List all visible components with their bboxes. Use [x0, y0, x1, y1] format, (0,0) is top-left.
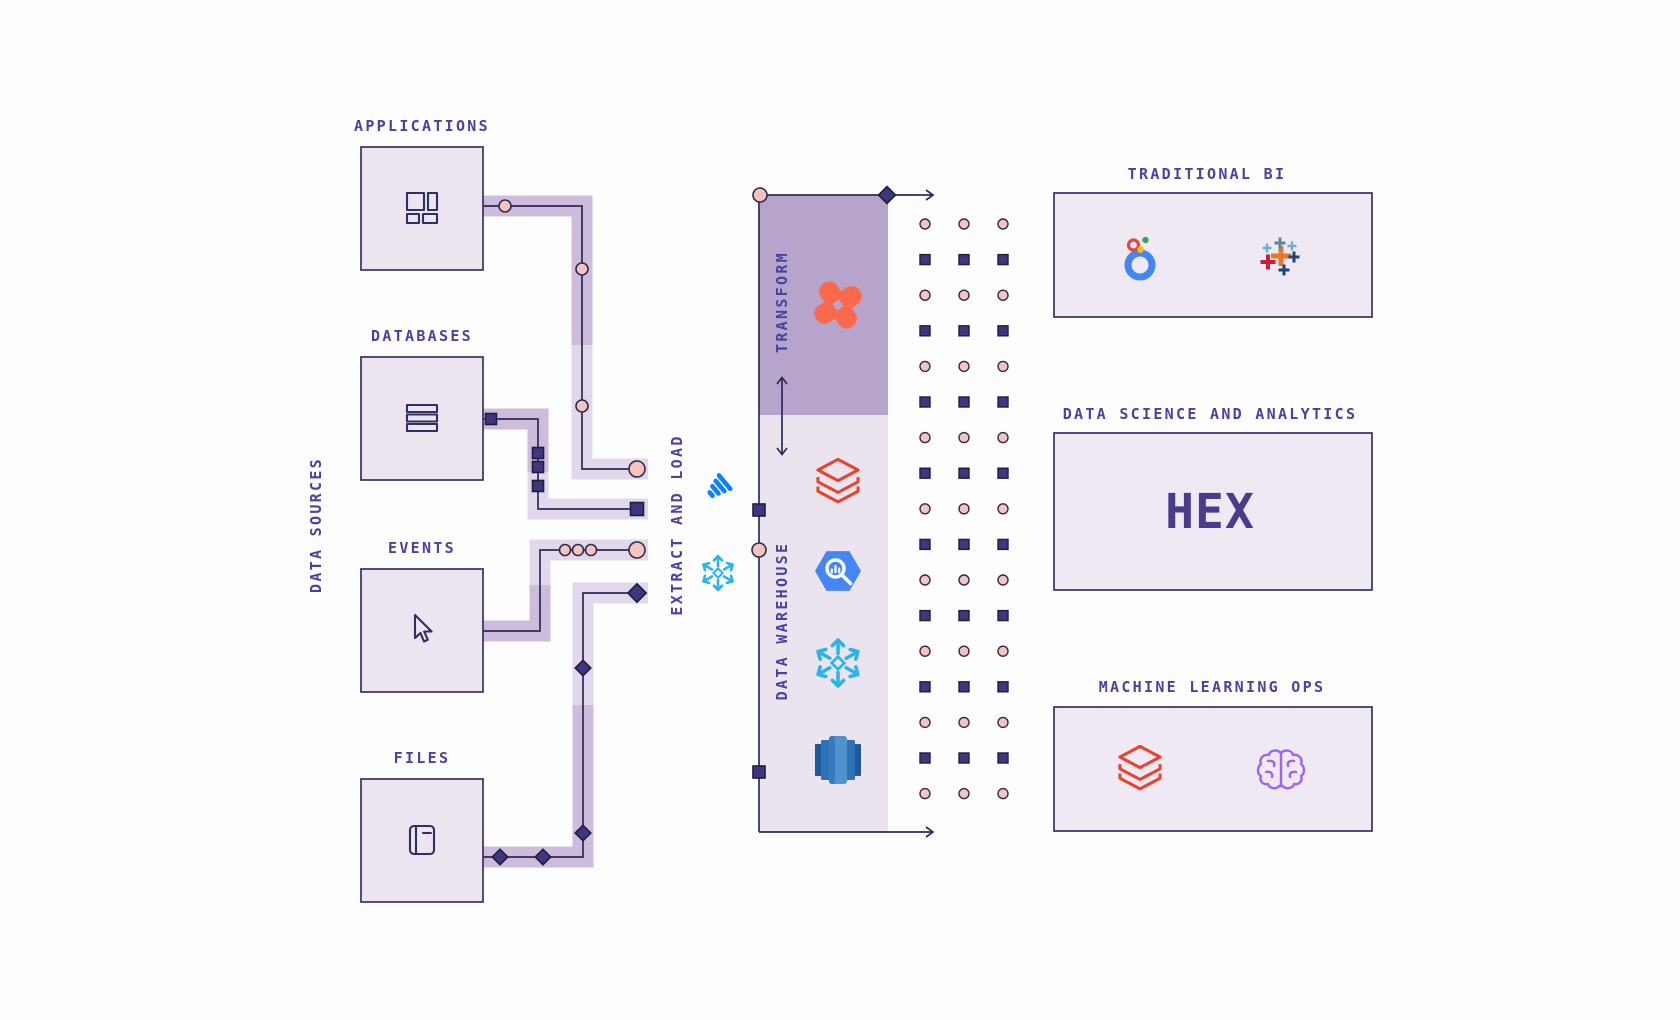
data-warehouse-label: DATA WAREHOUSE	[773, 542, 791, 701]
grid-dot-square	[997, 681, 1009, 693]
grid-dot-circle	[958, 360, 970, 373]
data-science-box	[1053, 432, 1373, 591]
ml-ops-box	[1053, 706, 1373, 832]
events-label: EVENTS	[388, 539, 456, 557]
grid-dot-square	[958, 396, 970, 408]
grid-dot-square	[919, 681, 931, 693]
grid-dot-circle	[997, 431, 1009, 444]
grid-dot-square	[919, 325, 931, 337]
fivetran-logo	[707, 473, 733, 499]
ml-brain-logo	[1256, 749, 1306, 790]
grid-dot-square	[958, 253, 970, 266]
grid-dot-circle	[919, 360, 931, 373]
grid-dot-square	[997, 752, 1009, 764]
traditional-bi-box	[1053, 192, 1373, 318]
grid-dot-circle	[919, 787, 931, 800]
grid-dot-square	[919, 609, 931, 622]
flow-line-applications	[483, 205, 637, 470]
grid-dot-circle	[997, 360, 1009, 373]
grid-dot-square	[958, 325, 970, 337]
grid-dot-square	[997, 396, 1009, 408]
grid-dot-circle	[997, 289, 1009, 301]
notebook-icon	[408, 824, 436, 856]
grid-dot-square	[958, 467, 970, 479]
dots-grid	[919, 218, 1009, 800]
grid-dot-circle	[958, 503, 970, 515]
traditional-bi-label: TRADITIONAL BI	[1128, 165, 1287, 183]
data-science-label: DATA SCIENCE AND ANALYTICS	[1063, 405, 1358, 423]
grid-dot-square	[997, 467, 1009, 479]
grid-dot-circle	[958, 787, 970, 800]
grid-dot-square	[997, 609, 1009, 622]
grid-dot-circle	[958, 289, 970, 301]
grid-dot-circle	[919, 574, 931, 586]
grid-dot-circle	[919, 503, 931, 515]
events-box	[360, 568, 484, 693]
grid-dot-square	[958, 752, 970, 764]
double-arrow-up-head	[776, 376, 788, 385]
flow-line-files	[483, 592, 637, 858]
grid-dot-square	[958, 538, 970, 551]
extract-load-label: EXTRACT AND LOAD	[668, 434, 686, 615]
applications-box	[360, 146, 484, 271]
grid-dot-square	[997, 538, 1009, 551]
grid-dot-circle	[958, 431, 970, 444]
grid-dot-square	[997, 325, 1009, 337]
cursor-icon	[413, 613, 433, 643]
grid-dot-circle	[919, 645, 931, 657]
ml-ops-label: MACHINE LEARNING OPS	[1099, 678, 1326, 696]
grid-dot-circle	[997, 574, 1009, 586]
top-arrowhead	[925, 189, 935, 201]
grid-dot-square	[919, 538, 931, 551]
bigquery-logo	[815, 551, 861, 591]
grid-dot-square	[958, 681, 970, 693]
grid-dot-circle	[997, 645, 1009, 657]
hex-logo: HEX	[1165, 484, 1255, 540]
grid-dot-circle	[919, 716, 931, 729]
destination-boxes	[1053, 192, 1373, 832]
databases-box	[360, 356, 484, 481]
grid-dot-circle	[958, 645, 970, 657]
applications-grid-icon	[405, 191, 439, 225]
files-box	[360, 778, 484, 903]
looker-logo	[1124, 236, 1156, 281]
snowflake-logo	[700, 554, 736, 592]
applications-label: APPLICATIONS	[354, 117, 490, 135]
grid-dot-square	[919, 396, 931, 408]
transform-label: TRANSFORM	[773, 251, 791, 353]
dbt-logo	[814, 281, 862, 329]
databases-label: DATABASES	[371, 327, 473, 345]
bottom-arrowhead	[925, 826, 935, 838]
grid-dot-circle	[958, 218, 970, 230]
grid-dot-circle	[997, 218, 1009, 230]
source-boxes	[360, 146, 484, 903]
grid-dot-circle	[997, 787, 1009, 800]
redshift-logo	[815, 736, 861, 784]
grid-dot-circle	[958, 574, 970, 586]
database-stack-icon	[405, 403, 439, 433]
grid-dot-circle	[997, 503, 1009, 515]
grid-dot-circle	[958, 716, 970, 729]
grid-dot-square	[997, 253, 1009, 266]
flow-nodes	[484, 185, 897, 866]
grid-dot-circle	[919, 218, 931, 230]
double-arrow-down-head	[776, 447, 788, 456]
tableau-logo	[1260, 237, 1300, 276]
grid-dot-circle	[919, 289, 931, 301]
grid-dot-square	[919, 467, 931, 479]
grid-dot-square	[919, 752, 931, 764]
grid-dot-square	[919, 253, 931, 266]
grid-dot-circle	[997, 716, 1009, 729]
data-sources-group-label: DATA SOURCES	[307, 457, 325, 593]
grid-dot-circle	[919, 431, 931, 444]
flow-trails	[483, 195, 648, 868]
grid-dot-square	[958, 609, 970, 622]
files-label: FILES	[394, 749, 451, 767]
